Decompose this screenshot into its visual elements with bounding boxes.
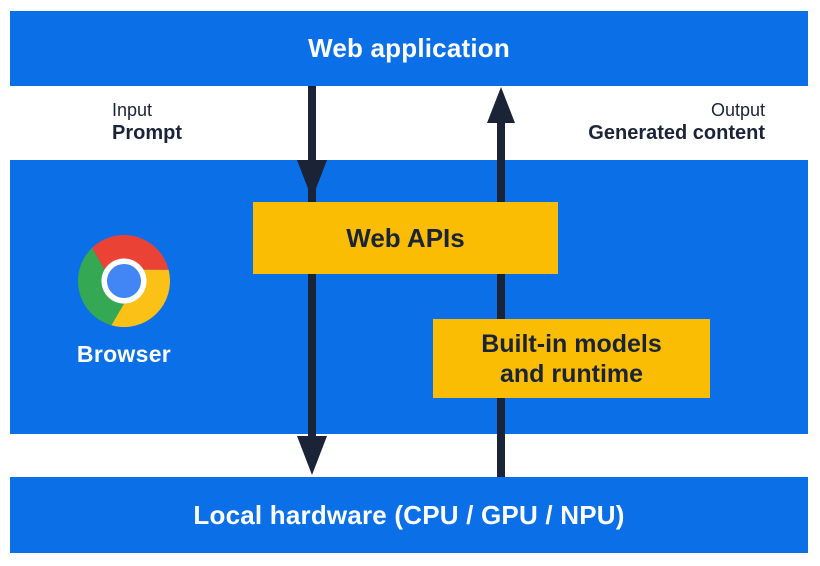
web-application-bar: Web application bbox=[10, 11, 808, 86]
prompt-label: Prompt bbox=[112, 122, 182, 144]
web-apis-label: Web APIs bbox=[346, 222, 465, 253]
down-arrowhead-icon bbox=[297, 160, 327, 199]
output-label-group: Output Generated content bbox=[588, 99, 765, 145]
local-hardware-bar: Local hardware (CPU / GPU / NPU) bbox=[10, 477, 808, 553]
builtin-models-label-line1: Built-in models bbox=[481, 329, 662, 358]
up-arrow-line bbox=[497, 122, 505, 477]
input-label: Input bbox=[112, 100, 153, 120]
output-label: Output bbox=[710, 100, 765, 120]
generated-content-label: Generated content bbox=[588, 122, 765, 144]
builtin-models-label-line2: and runtime bbox=[499, 359, 644, 388]
web-apis-box: Web APIs bbox=[253, 202, 558, 274]
web-application-label: Web application bbox=[308, 33, 510, 63]
browser-label: Browser bbox=[76, 341, 172, 367]
chrome-logo-icon bbox=[78, 235, 170, 327]
builtin-models-box: Built-in models and runtime bbox=[433, 319, 710, 398]
input-label-group: Input Prompt bbox=[112, 99, 182, 145]
down-arrowhead-icon bbox=[297, 436, 327, 475]
up-arrowhead-icon bbox=[487, 87, 515, 123]
local-hardware-label: Local hardware (CPU / GPU / NPU) bbox=[193, 499, 625, 530]
